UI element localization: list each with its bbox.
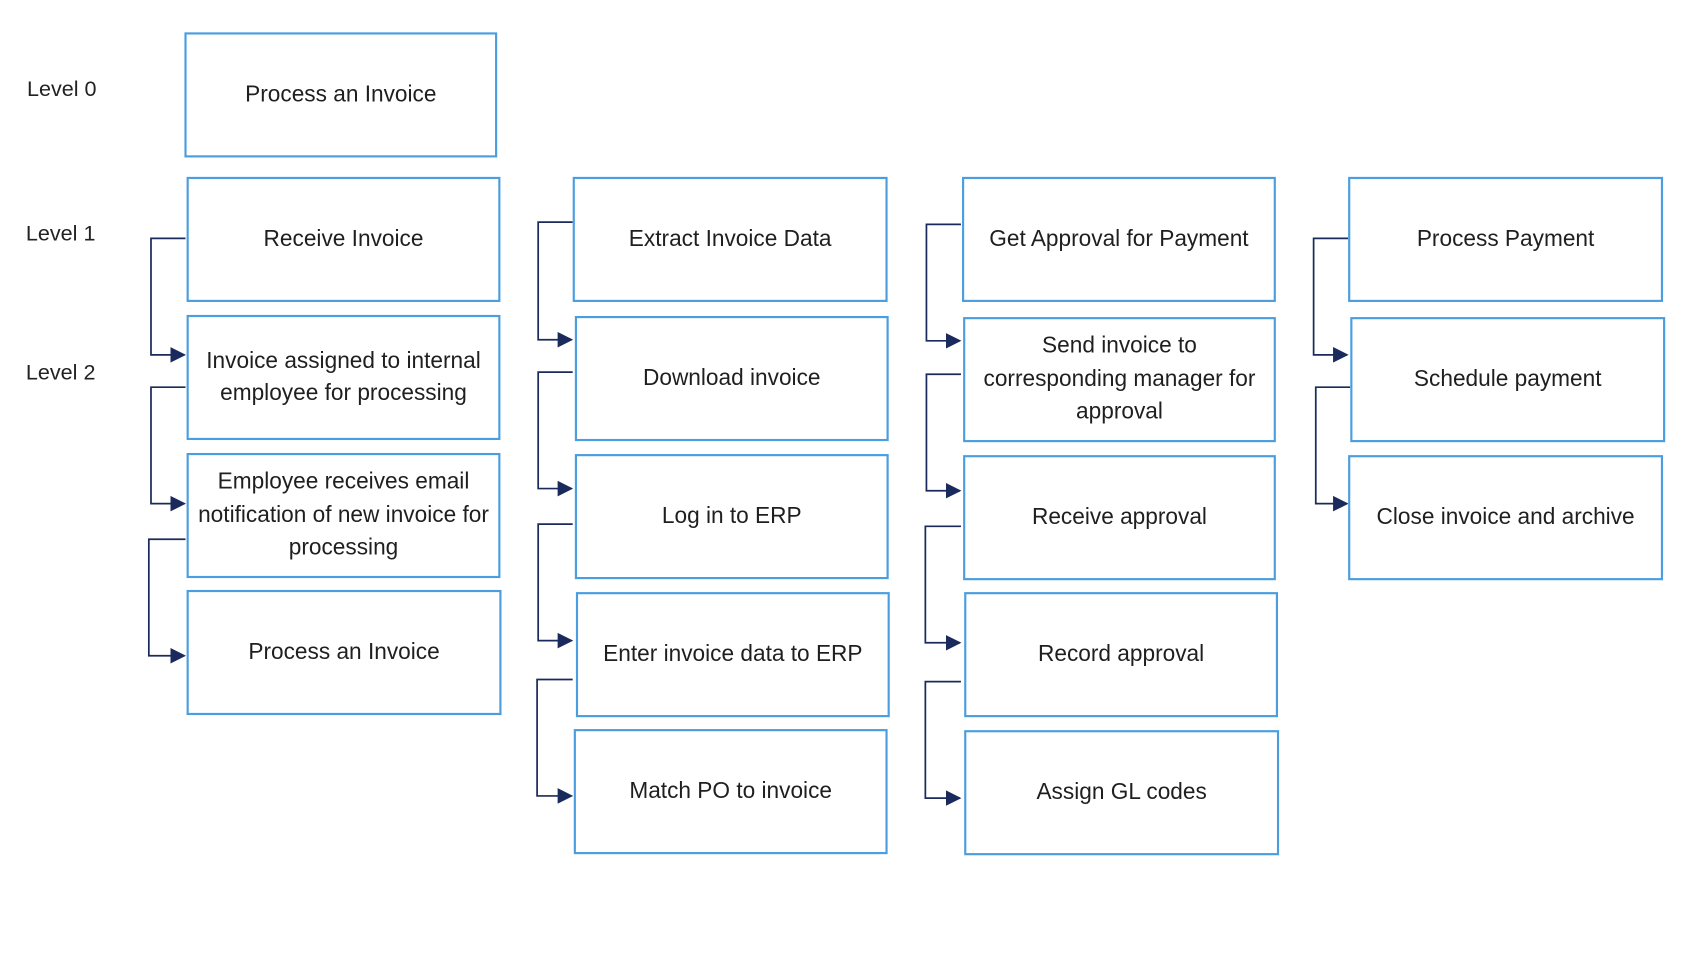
get-approval-label: Get Approval for Payment	[989, 226, 1249, 252]
connector-c4-1	[1312, 237, 1349, 363]
process-payment-box[interactable]: Process Payment	[1348, 176, 1664, 302]
connector-c3-1	[925, 223, 962, 349]
connector-lines	[147, 221, 1351, 806]
close-invoice-archive-label: Close invoice and archive	[1376, 504, 1635, 530]
schedule-payment-box[interactable]: Schedule payment	[1350, 317, 1666, 443]
email-notification-box[interactable]: Employee receives email notification of …	[186, 452, 501, 579]
log-in-erp-label: Log in to ERP	[661, 503, 802, 529]
download-invoice-label: Download invoice	[642, 365, 821, 391]
send-invoice-manager-label: Send invoice to corresponding manager fo…	[983, 333, 1256, 425]
process-payment-label: Process Payment	[1416, 226, 1595, 252]
record-approval-box[interactable]: Record approval	[964, 592, 1279, 718]
invoice-assigned-box[interactable]: Invoice assigned to internal employee fo…	[186, 314, 501, 441]
schedule-payment-label: Schedule payment	[1413, 366, 1602, 392]
level-0-label: Level 0	[26, 77, 97, 102]
connector-c3-3	[924, 525, 962, 651]
send-invoice-manager-box[interactable]: Send invoice to corresponding manager fo…	[963, 317, 1276, 443]
invoice-assigned-label: Invoice assigned to internal employee fo…	[206, 347, 481, 406]
receive-invoice-label: Receive Invoice	[263, 226, 424, 252]
email-notification-label: Employee receives email notification of …	[198, 469, 489, 560]
root-process-box[interactable]: Process an Invoice	[184, 32, 498, 158]
connector-c2-3	[537, 523, 574, 649]
enter-invoice-data-label: Enter invoice data to ERP	[603, 641, 863, 667]
extract-invoice-data-label: Extract Invoice Data	[628, 226, 832, 252]
assign-gl-codes-label: Assign GL codes	[1036, 779, 1207, 805]
extract-invoice-data-box[interactable]: Extract Invoice Data	[572, 176, 888, 302]
assign-gl-codes-box[interactable]: Assign GL codes	[964, 730, 1280, 856]
process-invoice-step-box[interactable]: Process an Invoice	[186, 589, 502, 716]
connector-c3-4	[924, 680, 962, 806]
enter-invoice-data-box[interactable]: Enter invoice data to ERP	[575, 592, 890, 718]
connector-c2-4	[536, 678, 574, 804]
log-in-erp-box[interactable]: Log in to ERP	[574, 454, 889, 580]
connector-c1-2	[150, 386, 186, 512]
level-2-label: Level 2	[25, 361, 96, 386]
download-invoice-box[interactable]: Download invoice	[574, 316, 889, 442]
connector-c2-1	[537, 221, 574, 348]
connector-c2-2	[537, 371, 574, 497]
connector-c3-2	[925, 373, 962, 499]
connector-c1-3	[147, 538, 186, 664]
connector-c1-1	[150, 237, 186, 363]
connector-c4-2	[1314, 386, 1351, 512]
root-process-label: Process an Invoice	[245, 81, 437, 107]
close-invoice-archive-box[interactable]: Close invoice and archive	[1348, 455, 1664, 581]
get-approval-box[interactable]: Get Approval for Payment	[962, 176, 1276, 302]
record-approval-label: Record approval	[1038, 641, 1205, 667]
match-po-box[interactable]: Match PO to invoice	[573, 729, 888, 855]
level-1-label: Level 1	[25, 222, 96, 246]
process-invoice-step-label: Process an Invoice	[248, 639, 440, 665]
receive-invoice-box[interactable]: Receive Invoice	[186, 176, 501, 302]
match-po-label: Match PO to invoice	[629, 778, 833, 804]
receive-approval-label: Receive approval	[1031, 504, 1207, 530]
receive-approval-box[interactable]: Receive approval	[963, 455, 1276, 581]
